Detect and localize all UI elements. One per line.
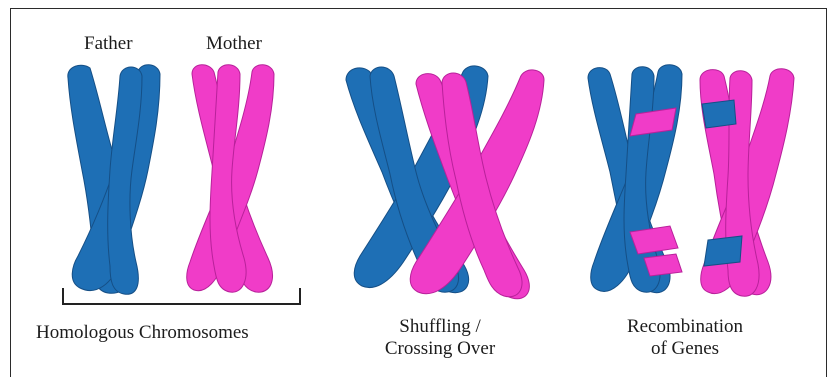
shuffling-label: Shuffling / Crossing Over <box>360 316 520 360</box>
recomb-blue-band-low <box>704 236 742 266</box>
father-chromosome <box>68 65 160 295</box>
shuffling-label-line1: Shuffling / <box>360 316 520 338</box>
recomb-pink-band-low <box>644 254 682 276</box>
recomb-blue-band-top <box>702 100 736 128</box>
recombination-label-line2: of Genes <box>600 338 770 360</box>
shuffling-label-line2: Crossing Over <box>360 338 520 360</box>
mother-chromosome <box>187 65 274 292</box>
father-label: Father <box>84 33 133 55</box>
mother-label: Mother <box>206 33 262 55</box>
recombinant-blue-chromosome <box>588 65 682 293</box>
homologous-chromosomes-label: Homologous Chromosomes <box>36 322 249 344</box>
recombinant-pink-chromosome <box>700 69 794 296</box>
recombination-label: Recombination of Genes <box>600 316 770 360</box>
recombination-label-line1: Recombination <box>600 316 770 338</box>
